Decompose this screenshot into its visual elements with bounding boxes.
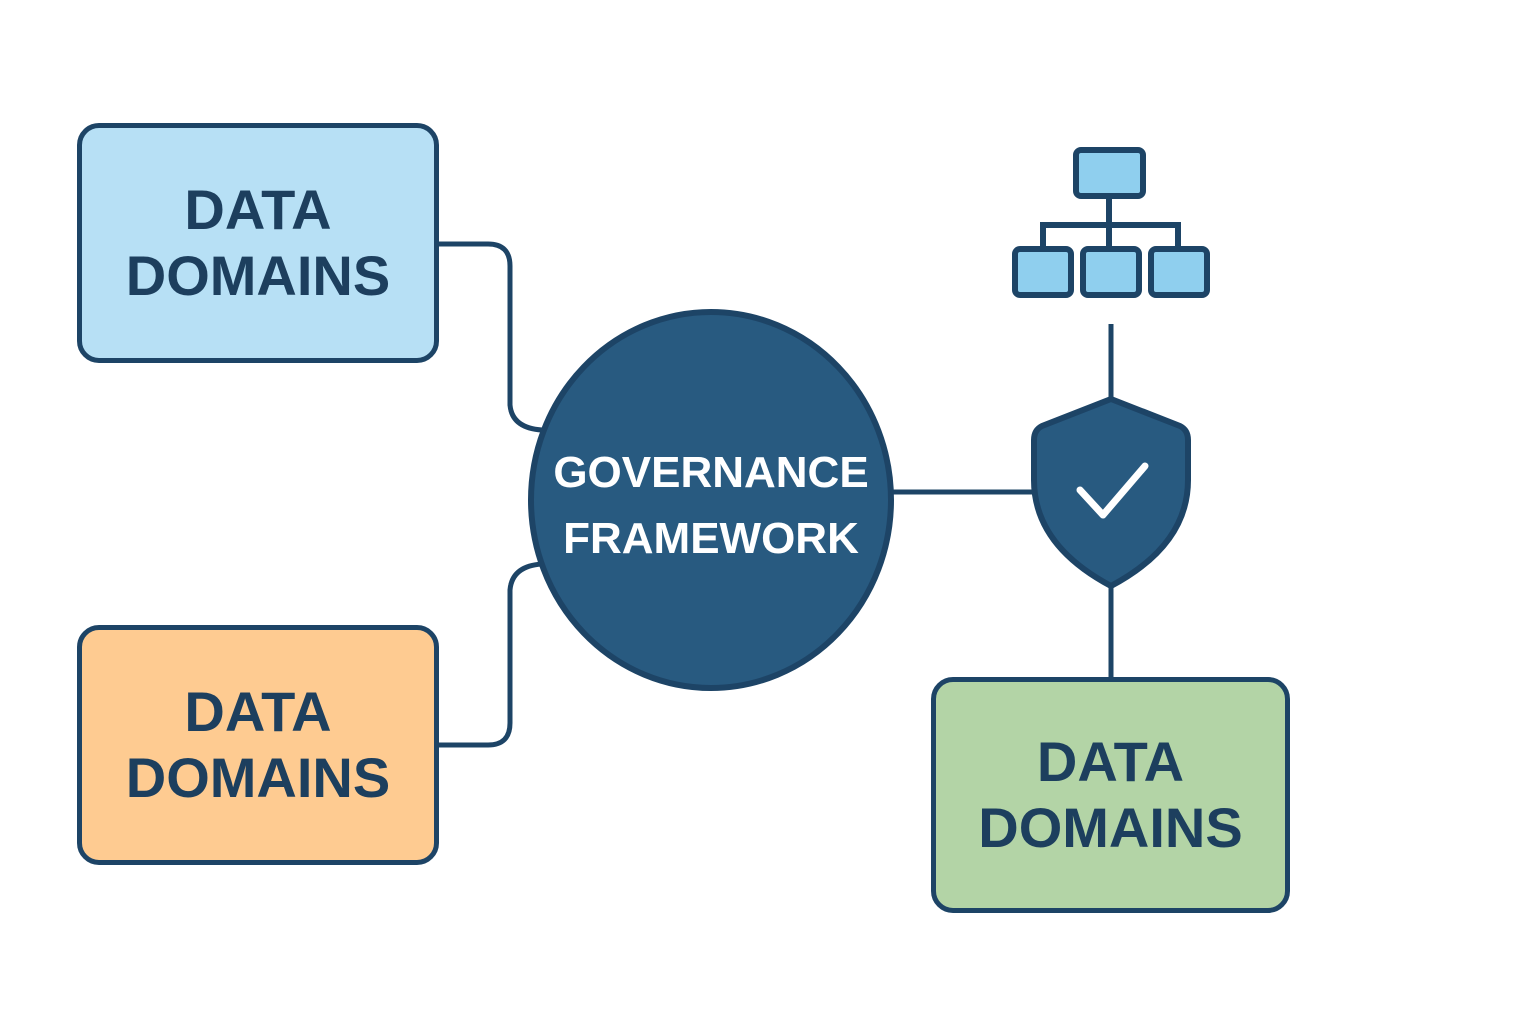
- data-domains-label: DATA DOMAINS: [125, 178, 391, 307]
- connector-bottom-left: [438, 561, 543, 748]
- check-icon: [1076, 462, 1149, 519]
- data-domains-label: DATA DOMAINS: [978, 730, 1243, 859]
- data-domains-box-bottom-right: DATA DOMAINS: [931, 677, 1290, 913]
- data-domains-box-bottom-left: DATA DOMAINS: [77, 625, 439, 865]
- connector-top-left: [438, 241, 543, 433]
- governance-framework-circle: [528, 309, 894, 691]
- data-domains-box-top-left: DATA DOMAINS: [77, 123, 439, 363]
- hierarchy-icon: [1012, 147, 1210, 298]
- shield-check-icon: [1031, 396, 1191, 589]
- data-domains-label: DATA DOMAINS: [125, 680, 391, 809]
- governance-framework-label: GOVERNANCE FRAMEWORK: [553, 448, 869, 563]
